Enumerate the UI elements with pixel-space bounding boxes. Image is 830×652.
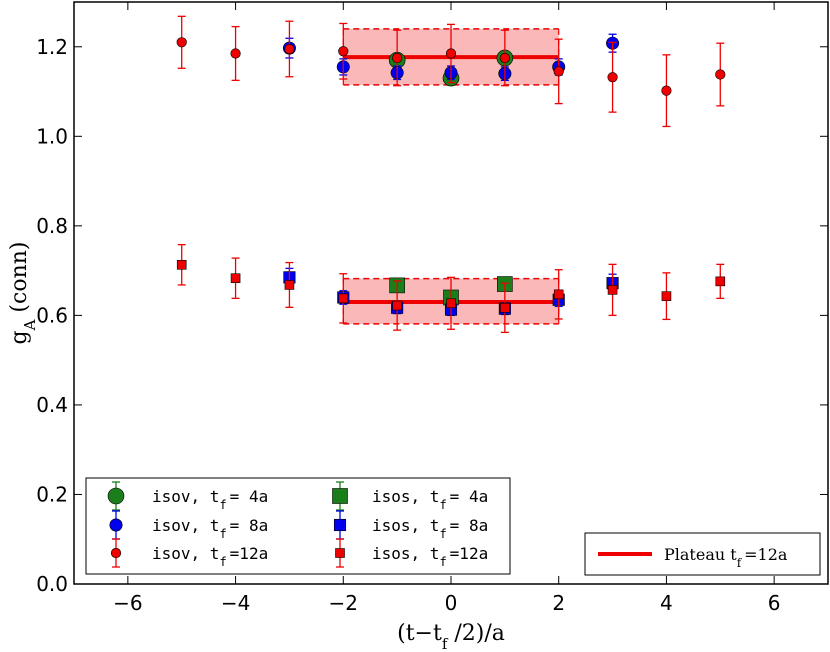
square-marker [446,298,456,309]
x-axis-label: (t−tf /2)/a [397,621,505,652]
circle-marker [109,518,123,532]
y-tick-label: 1.0 [36,124,68,148]
data-point [446,276,456,330]
legend-item: isos, tf=12a [335,538,488,569]
circle-marker [445,48,457,59]
data-point [500,282,510,334]
y-tick-label: 0.4 [36,393,68,417]
x-tick-label: −6 [113,591,142,615]
circle-marker [110,547,122,559]
data-point [176,243,187,286]
circle-marker [230,48,241,59]
legend-item: isov, tf= 4a [107,481,268,512]
square-marker [661,291,672,301]
data-point [284,20,295,78]
data-point [445,23,457,84]
square-marker [176,259,187,270]
circle-marker [499,52,510,64]
y-tick-label: 0.0 [36,572,68,596]
square-marker [553,289,564,300]
data-point [553,269,564,320]
square-marker [332,488,348,504]
circle-marker [715,69,726,80]
x-axis-ticks: −6 −4 −2 0 2 4 6 [113,2,781,615]
circle-marker [392,52,403,64]
square-marker [500,302,510,313]
data-point [284,261,295,308]
y-tick-label: 0.6 [36,303,68,327]
circle-marker [553,66,564,77]
data-point [661,54,672,128]
y-tick-label: 1.2 [36,35,68,59]
circle-marker [284,43,295,55]
square-marker [392,300,402,311]
legend: isov, tf= 4a isov, tf= 8a isov, tf=12a isos… [85,477,511,575]
data-point [553,38,564,105]
circle-marker [107,487,125,505]
legend-label: isos, tf= 8a [372,516,488,541]
x-tick-label: 4 [660,591,673,615]
legend-item: isos, tf= 8a [333,510,488,541]
series-circle-small [176,15,726,128]
data-points [176,15,726,334]
circle-marker [176,37,187,48]
x-tick-label: −4 [221,591,250,615]
data-point [499,29,510,87]
x-tick-label: 6 [768,591,781,615]
square-marker [230,273,241,284]
data-point [607,41,618,113]
data-point [338,273,349,324]
plateau-legend-box [584,532,821,576]
data-point [392,29,403,87]
data-point [715,42,726,107]
data-point [392,280,402,331]
x-tick-label: −2 [329,591,358,615]
data-point [230,25,241,81]
data-point [715,263,726,300]
y-axis-ticks: 0.0 0.2 0.4 0.6 0.8 1.0 1.2 [36,35,828,596]
legend-label: isos, tf=12a [372,544,488,569]
x-tick-label: 0 [445,591,458,615]
legend-item: isos, tf= 4a [332,481,488,512]
y-tick-label: 0.8 [36,214,68,238]
square-marker [715,276,726,287]
circle-marker [607,72,618,83]
data-point [338,22,349,80]
data-point [661,272,672,321]
plateau-legend: Plateau tf=12a [584,532,821,576]
legend-box [85,477,511,575]
plateau-legend-label: Plateau tf=12a [664,545,788,570]
circle-marker [661,85,672,96]
square-marker [335,548,345,558]
data-point [607,263,618,317]
legend-item: isov, tf=12a [110,538,268,569]
square-marker [607,285,618,295]
legend-label: isov, tf=12a [152,544,268,569]
y-axis-label: gA (conn) [7,241,39,344]
legend-label: isov, tf= 8a [152,516,268,541]
data-point [176,15,187,69]
legend-label: isos, tf= 4a [372,487,488,512]
data-point [230,257,241,300]
legend-item: isov, tf= 8a [109,510,268,541]
legend-label: isov, tf= 4a [152,487,268,512]
square-marker [284,280,295,290]
x-tick-label: 2 [552,591,565,615]
y-tick-label: 0.2 [36,482,68,506]
square-marker [338,293,349,304]
series-square-small [176,243,726,334]
square-marker [333,518,347,532]
circle-marker [338,46,349,57]
